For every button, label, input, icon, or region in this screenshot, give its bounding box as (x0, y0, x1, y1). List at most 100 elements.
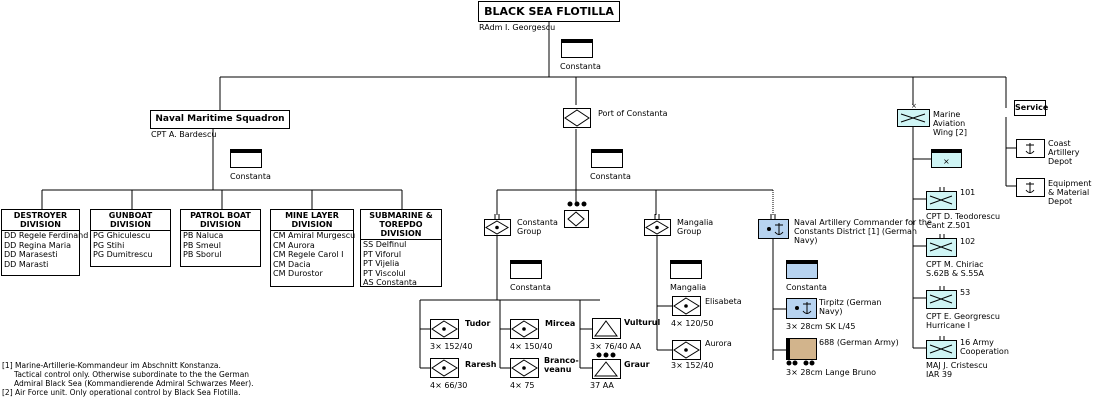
sq101-num: 101 (960, 188, 976, 197)
mangalia-hq-icon (670, 260, 702, 279)
port-hq-icon (591, 149, 623, 168)
tirpitz-arm: 3× 28cm SK L/45 (786, 322, 856, 331)
elisabeta-arm: 4× 120/50 (671, 319, 714, 328)
naval-artillery-hq-label: Constanta (786, 283, 827, 292)
division-line: SS Delfinul (363, 240, 407, 249)
division-line: PT Vijelia (363, 259, 400, 268)
squadron-53-symbol (926, 286, 957, 309)
vulturul-arm: 3× 76/40 AA (590, 342, 642, 351)
graur-symbol (592, 352, 621, 379)
vulturul-name: Vulturul (624, 318, 661, 327)
raresh-arm: 4× 66/30 (430, 381, 468, 390)
division-line: CM Durostor (273, 269, 323, 278)
division-line: CM Amiral Murgescu (273, 231, 356, 240)
aurora-symbol (672, 340, 701, 360)
battery-symbol (564, 201, 589, 228)
division-line: PB Naluca (183, 231, 224, 240)
division-line: PB Smeul (183, 240, 221, 250)
division-line: DD Regina Maria (4, 240, 72, 250)
tudor-symbol (430, 319, 459, 339)
naval-artillery-hq-icon (786, 260, 818, 279)
division-patrol-boat: PATROL BOAT DIVISION PB Naluca PB Smeul … (180, 209, 261, 267)
division-line: AS Constanta (363, 278, 417, 287)
coast-artillery-depot-symbol (1016, 139, 1045, 158)
mangalia-group-label: Mangalia Group (677, 218, 714, 236)
division-submarine: SUBMARINE & TOREPDO DIVISION SS Delfinul… (360, 209, 442, 287)
division-line: CM Dacia (273, 259, 311, 269)
division-destroyer: DESTROYER DIVISION DD Regele Ferdinand D… (1, 209, 88, 276)
footnote-1c: Admiral Black Sea (Kommandierende Admira… (14, 379, 254, 388)
division-line: CM Aurora (273, 240, 315, 250)
sq53-num: 53 (960, 288, 971, 297)
equipment-depot-symbol (1016, 178, 1045, 197)
raresh-name: Raresh (465, 360, 497, 369)
squadron-101-symbol (926, 187, 957, 210)
naval-artillery-label: Naval Artillery Commander for the Consta… (794, 218, 932, 245)
constanta-group-hq-label: Constanta (510, 283, 551, 292)
division-mine-layer: MINE LAYER DIVISION CM Amiral Murgescu C… (270, 209, 356, 287)
tudor-name: Tudor (465, 319, 491, 328)
division-gunboat: GUNBOAT DIVISION PG Ghiculescu PG Stihi … (90, 209, 171, 267)
constanta-group-hq-icon (510, 260, 542, 279)
footnote-1b: Tactical control only. Otherwise subordi… (14, 370, 250, 379)
division-title: SUBMARINE & TOREPDO DIVISION (361, 210, 441, 240)
division-title: PATROL BOAT DIVISION (181, 210, 260, 231)
squadron-16-symbol (926, 336, 957, 359)
sq16-ac: IAR 39 (926, 370, 953, 379)
mangalia-hq-label: Mangalia (670, 283, 707, 292)
svg-text:×: × (943, 157, 950, 166)
division-line: PG Stihi (93, 240, 125, 250)
bruno-symbol (786, 338, 817, 366)
squadron-title: Naval Maritime Squadron (150, 110, 290, 129)
sq102-cmd: CPT M. Chiriac (926, 260, 984, 269)
squadron-commander: CPT A. Bardescu (151, 130, 217, 139)
coast-artillery-depot-label: Coast Artillery Depot (1048, 139, 1080, 166)
flotilla-commander: RAdm I. Georgescu (479, 23, 556, 32)
mangalia-group-symbol (644, 214, 671, 236)
sq102-num: 102 (960, 237, 976, 246)
division-line: PG Ghiculescu (93, 231, 151, 240)
division-title: DESTROYER DIVISION (2, 210, 79, 231)
equipment-depot-label: Equipment & Material Depot (1048, 179, 1092, 206)
division-line: PG Dumitrescu (93, 250, 153, 259)
mircea-arm: 4× 150/40 (510, 342, 553, 351)
brancoveanu-symbol (510, 358, 539, 378)
elisabeta-name: Elisabeta (705, 297, 742, 306)
mircea-name: Mircea (545, 319, 576, 328)
division-title: MINE LAYER DIVISION (271, 210, 353, 231)
constanta-group-label: Constanta Group (517, 218, 558, 236)
aviation-hq-symbol: × (931, 149, 962, 168)
vulturul-symbol (592, 318, 621, 339)
division-title: GUNBOAT DIVISION (91, 210, 170, 231)
flotilla-hq-icon (561, 39, 593, 58)
graur-name: Graur (624, 360, 650, 369)
sq101-cmd: CPT D. Teodorescu (926, 212, 1001, 221)
sq101-ac: Cant Z.501 (926, 221, 971, 230)
flotilla-hq-label: Constanta (560, 62, 601, 71)
aurora-name: Aurora (705, 339, 732, 348)
mircea-symbol (510, 319, 539, 339)
squadron-hq-icon (230, 149, 262, 168)
bruno-arm: 3× 28cm Lange Bruno (786, 368, 877, 377)
brancoveanu-name: Branco-veanu (544, 356, 579, 374)
service-box: Service (1014, 100, 1048, 116)
sq16-cmd: MAJ J. Cristescu (926, 361, 988, 370)
tudor-arm: 3× 152/40 (430, 342, 473, 351)
tirpitz-symbol (786, 298, 817, 319)
division-line: PT Viscolul (363, 268, 406, 278)
sq53-ac: Hurricane I (926, 321, 970, 330)
flotilla-title: BLACK SEA FLOTILLA (478, 1, 620, 22)
division-line: PB Sborul (183, 250, 222, 259)
sq16-num: 16 Army Cooperation (960, 338, 1009, 356)
elisabeta-symbol (672, 296, 701, 316)
port-hq-label: Constanta (590, 172, 631, 181)
aurora-arm: 3× 152/40 (671, 361, 714, 370)
footnote-2: [2] Air Force unit. Only operational con… (2, 388, 241, 397)
svg-text:×: × (911, 102, 917, 110)
division-line: CM Regele Carol I (273, 250, 344, 259)
division-line: PT Viforul (363, 249, 402, 259)
sq102-ac: S.62B & S.55A (926, 269, 984, 278)
division-line: DD Marasesti (4, 250, 58, 259)
